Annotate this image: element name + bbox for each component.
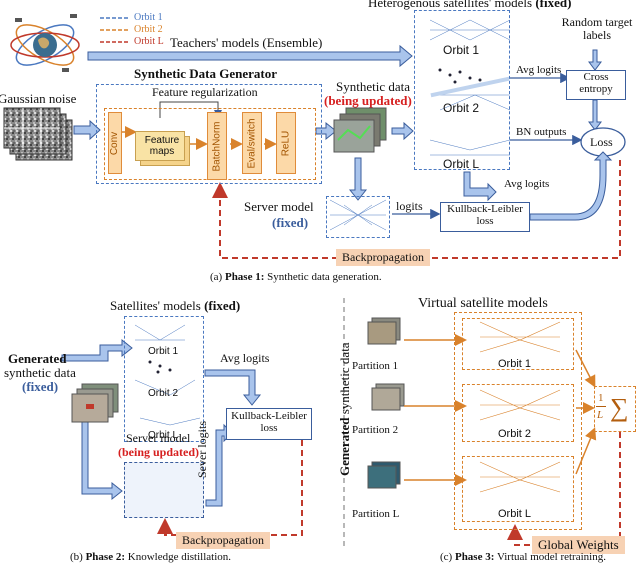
generated-data-images <box>71 383 119 423</box>
heterogenous-models-title: Heterogenous satellites' models (fixed) <box>368 0 572 10</box>
virtual-orbit-network-drawings <box>479 321 561 493</box>
hetero-orbit2-label: Orbit 2 <box>443 101 480 115</box>
kl-loss-box-2 <box>226 408 312 440</box>
avg-logits-bottom-label: Avg logits <box>504 178 550 190</box>
conv-op: Conv <box>108 112 122 174</box>
hetero-orbit1-label: Orbit 1 <box>443 43 480 57</box>
p2-generated-label: Generated <box>8 351 67 366</box>
hetero-orbitL-label: Orbit L <box>443 157 480 171</box>
caption-b: (b) Phase 2: Knowledge distillation. <box>70 551 232 563</box>
p2-orbitL-label: Orbit L <box>148 430 179 441</box>
p2-fixed-label: (fixed) <box>22 379 59 394</box>
batchnorm-op: BatchNorm <box>207 112 227 180</box>
p3-generated-synthetic-label: Generated synthetic data <box>337 342 352 476</box>
bn-outputs-label: BN outputs <box>516 126 567 138</box>
caption-c: (c) Phase 3: Virtual model retraining. <box>440 551 606 563</box>
synthetic-data-images <box>333 107 387 153</box>
being-updated-label: (being updated) <box>324 93 412 108</box>
p2-avg-logits-label: Avg logits <box>220 351 270 365</box>
server-model-box <box>326 196 390 238</box>
partition-images <box>367 317 405 489</box>
p2-synthetic-data-label: synthetic data <box>4 365 76 380</box>
virtual-models-title: Virtual satellite models <box>418 296 548 311</box>
logits-label: logits <box>396 199 423 213</box>
server-model-label: Server model <box>244 199 314 214</box>
virtual-orbitL-box <box>462 456 574 522</box>
p2-orbit2-label: Orbit 2 <box>148 388 179 399</box>
partitionL-label: Partition L <box>352 508 400 520</box>
gaussian-noise-image <box>3 107 73 161</box>
eval-switch-op: Eval/switch <box>242 112 262 174</box>
sever-logits-label: Sever logits <box>195 421 209 478</box>
relu-op: ReLU <box>276 112 296 174</box>
avg-logits-top-label: Avg logits <box>516 64 562 76</box>
p2-orbit1-label: Orbit 1 <box>148 346 179 357</box>
p2-being-updated-label: (being updated) <box>118 445 200 459</box>
scatter-plot-drawing <box>430 68 510 98</box>
virtual-orbit1-box <box>462 318 574 370</box>
partition1-label: Partition 1 <box>352 360 399 372</box>
satellite-network-drawings <box>134 324 201 426</box>
virtual-orbit1-label: Orbit 1 <box>498 358 532 370</box>
virtual-orbit2-box <box>462 384 574 442</box>
kl-loss-label-1: Kullback-Leibler loss <box>447 203 523 228</box>
feature-regularization-label: Feature regularization <box>152 85 258 99</box>
cross-entropy-label: Cross entropy <box>579 71 613 96</box>
kl-loss-box-1 <box>440 202 530 232</box>
global-weights-label: Global Weights <box>532 536 625 554</box>
server-fixed-label: (fixed) <box>272 215 309 230</box>
virtual-models-box <box>454 312 582 530</box>
earth-orbits-icon <box>10 14 80 72</box>
orbit-network-drawings <box>429 19 511 156</box>
legend-orbit1: Orbit 1 <box>134 12 163 23</box>
generator-title: Synthetic Data Generator <box>134 66 277 81</box>
sum-symbol: ∑ <box>610 393 629 422</box>
teachers-models-label: Teachers' models (Ensemble) <box>170 35 323 50</box>
satellites-models-box <box>124 316 204 442</box>
caption-a: (a) Phase 1: Synthetic data generation. <box>210 271 382 283</box>
synthetic-data-generator-box <box>96 84 322 184</box>
legend-orbit2: Orbit 2 <box>134 24 163 35</box>
average-sum-box <box>594 386 636 432</box>
p2-server-model-label: Server model <box>126 431 191 445</box>
frac-denominator: L <box>597 409 604 421</box>
feature-maps-op: Feature maps <box>144 135 180 157</box>
synthetic-data-label: Synthetic data <box>336 79 411 94</box>
backprop-label-1: Backpropagation <box>336 249 430 266</box>
virtual-orbitL-label: Orbit L <box>498 508 532 520</box>
p2-server-model-box <box>124 462 204 518</box>
loss-label: Loss <box>590 135 613 149</box>
heterogenous-models-box <box>414 10 510 170</box>
virtual-orbit2-label: Orbit 2 <box>498 428 532 440</box>
partition2-label: Partition 2 <box>352 424 399 436</box>
random-target-labels: Random target labels <box>561 15 633 43</box>
server-network-drawing <box>329 199 387 231</box>
gaussian-noise-label: Gaussian noise <box>0 91 77 106</box>
legend-orbitL: Orbit L <box>134 36 164 47</box>
kl-loss-label-2: Kullback-Leibler loss <box>231 410 307 435</box>
backprop-label-2: Backpropagation <box>176 532 270 549</box>
frac-numerator: 1 <box>598 392 604 404</box>
cross-entropy-box <box>566 70 626 100</box>
satellites-models-title: Satellites' models (fixed) <box>110 298 241 313</box>
